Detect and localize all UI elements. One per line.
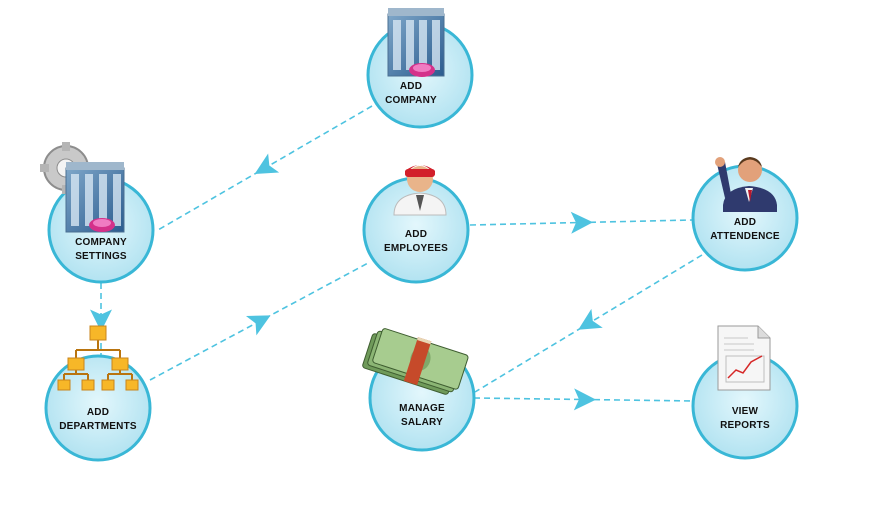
node-label-add-employees: ADD EMPLOYEES <box>383 229 449 254</box>
edges-layer <box>90 105 703 411</box>
node-label-company-settings: COMPANY SETTINGS <box>75 237 127 262</box>
cash-stack-icon <box>362 328 469 395</box>
node-circle-add-departments <box>44 354 152 462</box>
org-chart-icon <box>57 325 139 391</box>
node-label-add-departments: ADD DEPARTMENTS <box>59 407 137 432</box>
arrowhead-add-employees-to-add-attendence <box>570 211 593 234</box>
node-label-add-attendence: ADD ATTENDENCE <box>710 217 780 242</box>
employee-icon <box>393 165 447 216</box>
node-label-view-reports: VIEW REPORTS <box>720 406 770 431</box>
arrowhead-add-company-to-company-settings <box>254 153 280 175</box>
node-label-manage-salary: MANAGE SALARY <box>399 403 445 428</box>
arrowhead-company-settings-to-add-departments <box>90 309 112 332</box>
office-building-icon <box>387 8 445 77</box>
node-label-add-company: ADD COMPANY <box>385 81 437 106</box>
arrowhead-add-departments-to-add-employees <box>245 315 271 336</box>
building-gear-icon <box>40 142 125 233</box>
raised-hand-person-icon <box>715 157 777 212</box>
arrowhead-manage-salary-to-view-reports <box>573 388 596 411</box>
report-chart-icon <box>717 325 771 391</box>
arrowhead-add-attendence-to-manage-salary <box>578 308 603 330</box>
